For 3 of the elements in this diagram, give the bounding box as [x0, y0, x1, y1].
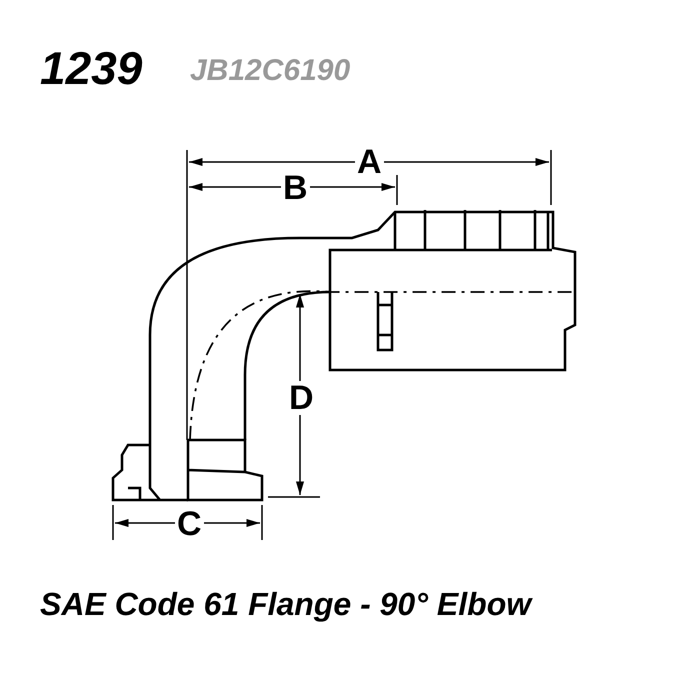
caption: SAE Code 61 Flange - 90° Elbow — [40, 588, 532, 620]
part-number: 1239 — [40, 45, 142, 91]
part-code: JB12C6190 — [190, 56, 350, 86]
